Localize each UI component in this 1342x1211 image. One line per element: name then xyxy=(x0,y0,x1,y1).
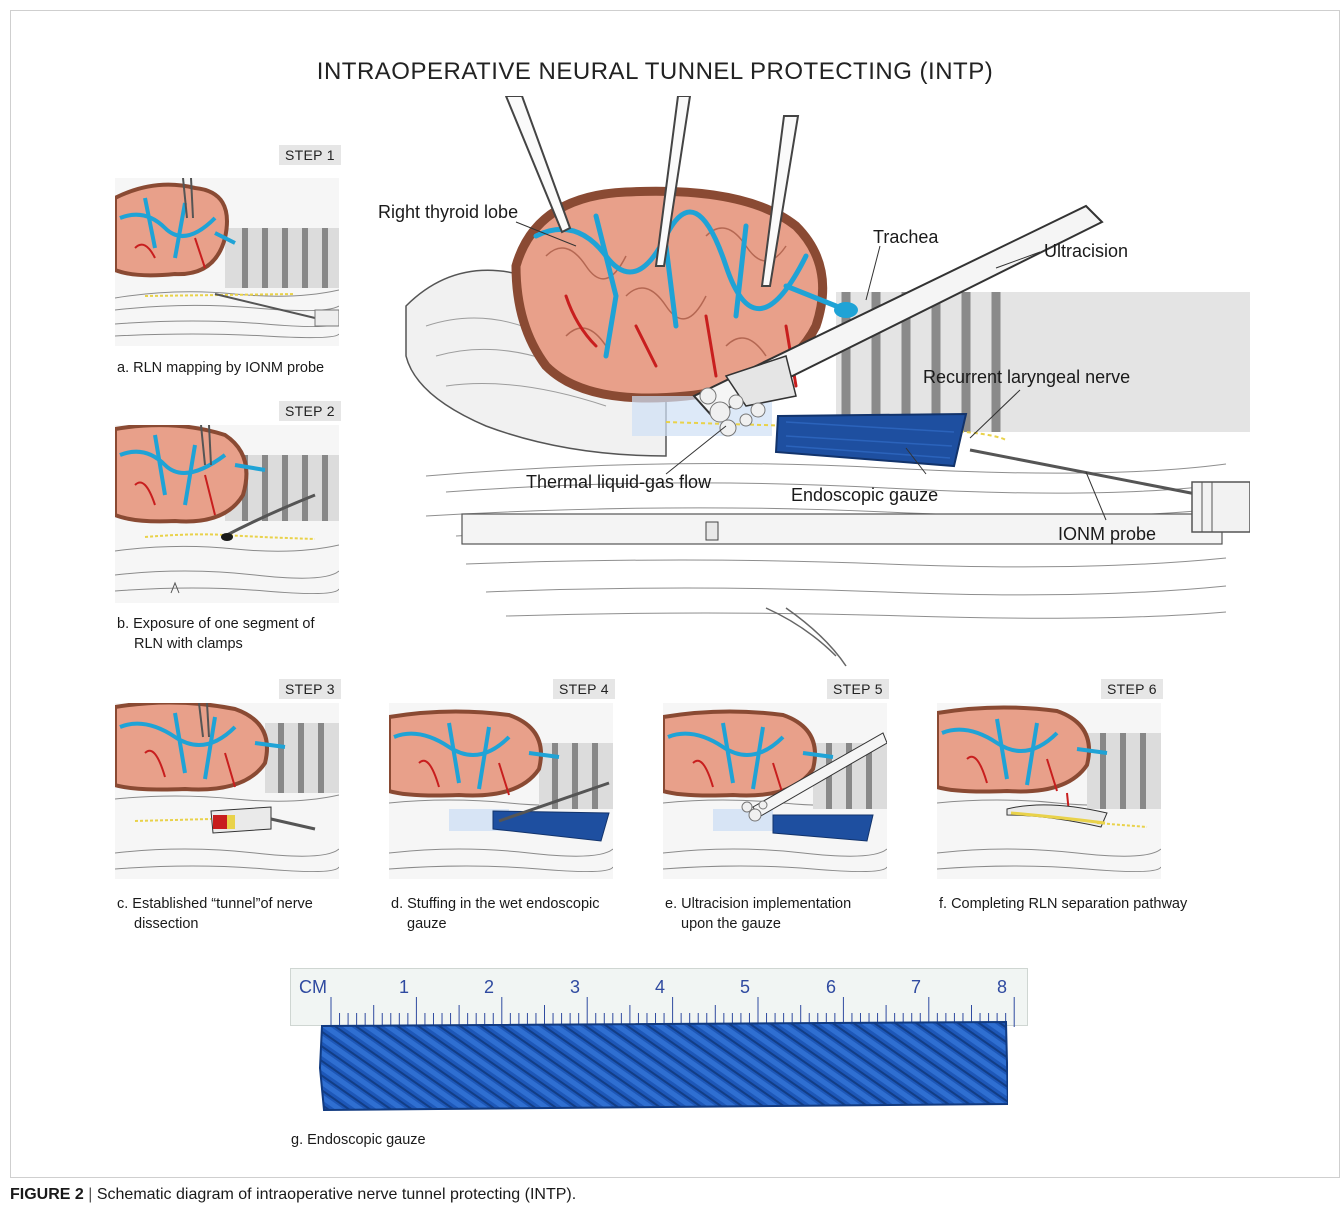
figure-label: FIGURE 2 xyxy=(10,1186,84,1203)
step-2-tag: STEP 2 xyxy=(279,401,341,421)
step-5-caption: e. Ultracision implementation xyxy=(665,894,851,914)
step-4-caption: d. Stuffing in the wet endoscopic xyxy=(391,894,600,914)
step-4-tag: STEP 4 xyxy=(553,679,615,699)
label-ionm-probe: IONM probe xyxy=(1058,524,1156,545)
step-1-illustration xyxy=(115,178,339,346)
step-5-caption-line-2: upon the gauze xyxy=(681,914,781,934)
label-thermal-liquid-gas-flow: Thermal liquid-gas flow xyxy=(526,472,711,493)
step-1-caption: a. RLN mapping by IONM probe xyxy=(117,358,324,378)
step-3-caption-line-2: dissection xyxy=(134,914,198,934)
step-5-tag: STEP 5 xyxy=(827,679,889,699)
step-2-caption-line-2: RLN with clamps xyxy=(134,634,243,654)
figure-caption: FIGURE 2 | Schematic diagram of intraope… xyxy=(10,1186,576,1204)
step-3-illustration xyxy=(115,703,339,879)
label-ultracision: Ultracision xyxy=(1044,241,1128,262)
step-6-tag: STEP 6 xyxy=(1101,679,1163,699)
gauze-caption: g. Endoscopic gauze xyxy=(291,1130,426,1150)
step-2-illustration xyxy=(115,425,339,603)
label-right-thyroid-lobe: Right thyroid lobe xyxy=(378,202,518,223)
step-4-caption-line-2: gauze xyxy=(407,914,447,934)
step-2-caption: b. Exposure of one segment of xyxy=(117,614,315,634)
step-1-tag: STEP 1 xyxy=(279,145,341,165)
label-endoscopic-gauze: Endoscopic gauze xyxy=(791,485,938,506)
step-3-caption: c. Established “tunnel”of nerve xyxy=(117,894,313,914)
figure-caption-text: Schematic diagram of intraoperative nerv… xyxy=(97,1186,576,1203)
label-recurrent-laryngeal-nerve: Recurrent laryngeal nerve xyxy=(923,367,1130,388)
figure-separator: | xyxy=(88,1186,92,1203)
step-6-illustration xyxy=(937,703,1161,879)
gauze-photo xyxy=(318,1018,1008,1112)
step-4-illustration xyxy=(389,703,613,879)
label-trachea: Trachea xyxy=(873,227,938,248)
step-6-caption: f. Completing RLN separation pathway xyxy=(939,894,1187,914)
step-5-illustration xyxy=(663,703,887,879)
step-3-tag: STEP 3 xyxy=(279,679,341,699)
figure-title: INTRAOPERATIVE NEURAL TUNNEL PROTECTING … xyxy=(0,58,1310,86)
